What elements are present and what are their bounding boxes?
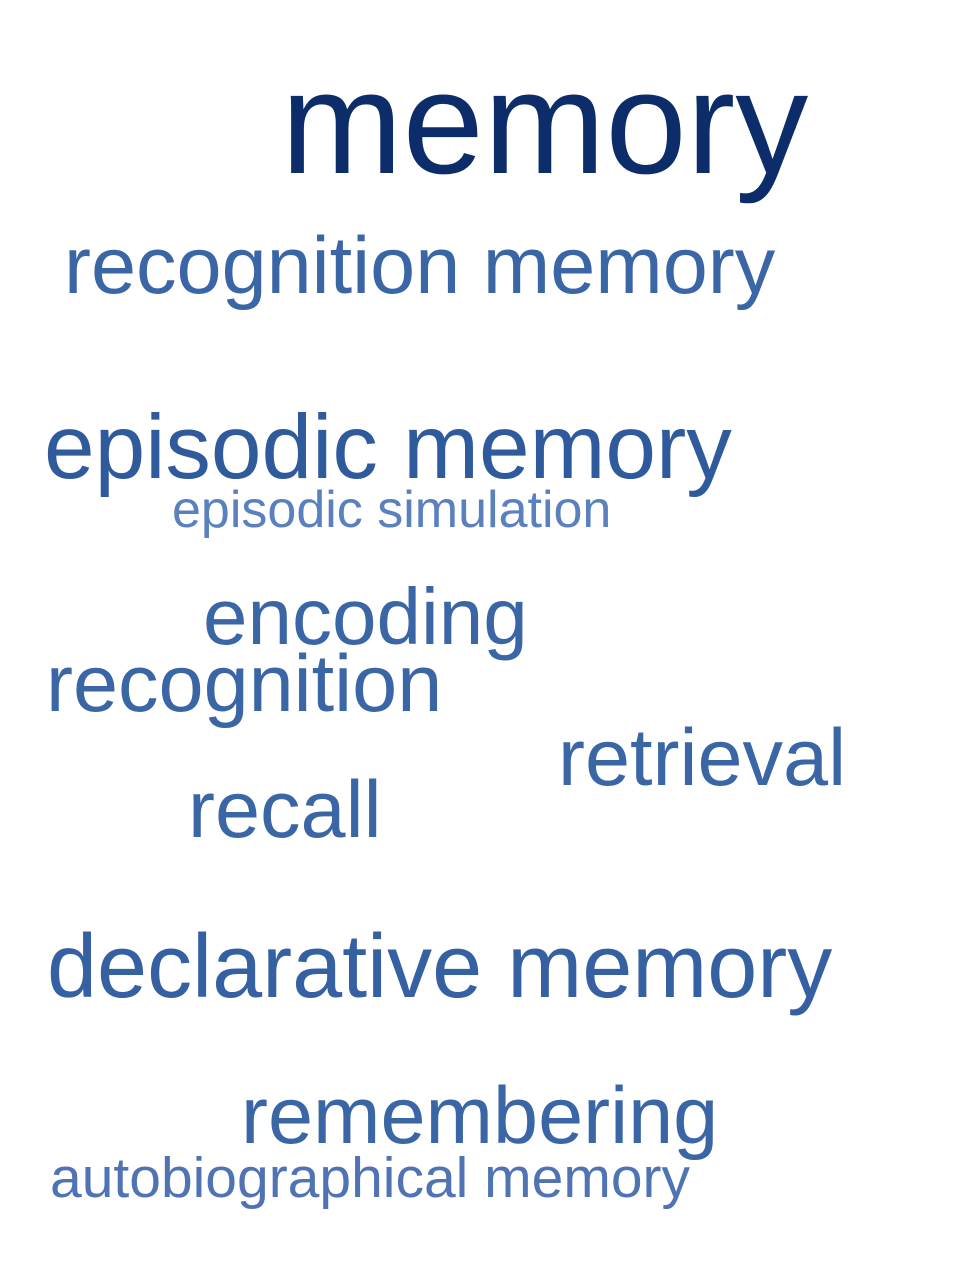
- word-encoding: encoding: [203, 572, 528, 661]
- word-memory: memory: [281, 41, 809, 204]
- word-retrieval: retrieval: [558, 713, 847, 803]
- word-recognition: recognition: [46, 639, 443, 729]
- word-autobiographical-memory: autobiographical memory: [50, 1146, 690, 1210]
- word-recall: recall: [188, 765, 382, 855]
- word-declarative-memory: declarative memory: [47, 917, 833, 1017]
- word-remembering: remembering: [241, 1071, 719, 1161]
- word-episodic-memory: episodic memory: [44, 397, 732, 498]
- word-recognition-memory: recognition memory: [64, 221, 776, 311]
- word-episodic-simulation: episodic simulation: [172, 481, 612, 539]
